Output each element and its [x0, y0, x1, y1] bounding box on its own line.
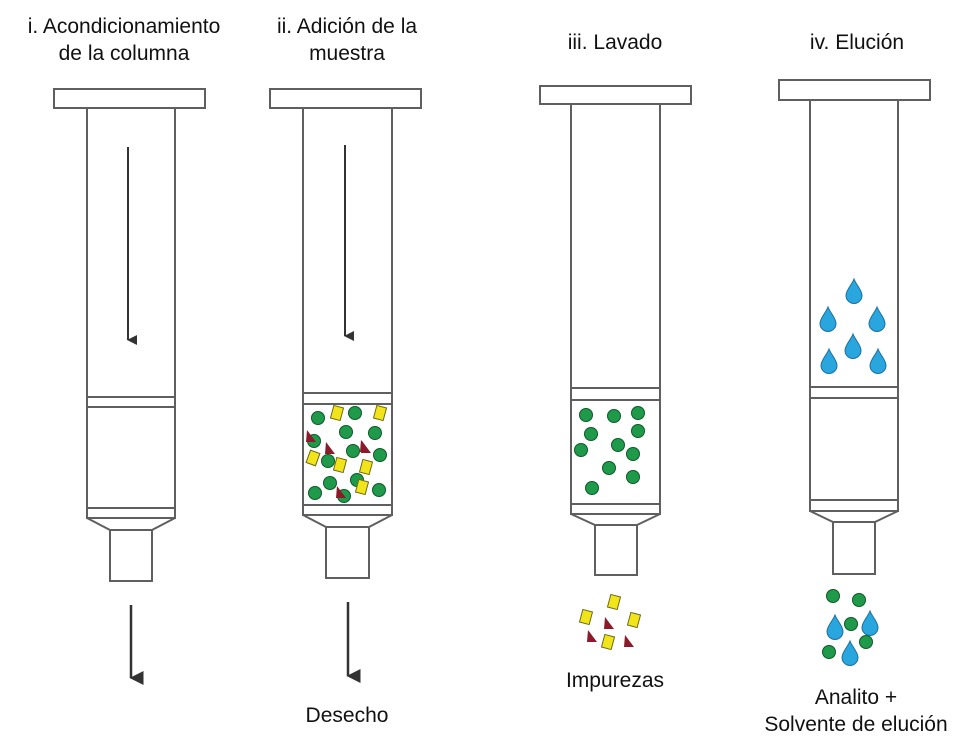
- analyte-particle-icon: [631, 424, 645, 438]
- impurity-triangle-icon: [325, 442, 335, 454]
- analyte-particle-icon: [373, 448, 387, 462]
- column-2-sorbent-bed: [305, 404, 388, 503]
- analyte-particle-icon: [372, 483, 386, 497]
- analyte-particle-icon: [368, 426, 382, 440]
- solvent-drop-icon: [861, 609, 879, 636]
- impurity-square-icon: [329, 404, 345, 422]
- analyte-particle-icon: [579, 408, 593, 422]
- column-4: [778, 79, 931, 666]
- impurity-square-icon: [626, 611, 642, 629]
- analyte-particle-icon: [602, 461, 616, 475]
- analyte-output: [822, 589, 879, 666]
- step-2-title-line2: muestra: [309, 42, 385, 65]
- impurities-output: [578, 593, 642, 651]
- column-4-cap: [778, 79, 931, 101]
- impurity-triangle-icon: [361, 441, 371, 453]
- analyte-particle-icon: [339, 425, 353, 439]
- step-2-title: ii. Adición de la muestra: [252, 13, 442, 67]
- column-3-cap: [539, 85, 692, 105]
- column-4-tip: [832, 521, 876, 575]
- impurity-square-icon: [372, 404, 388, 422]
- impurity-square-icon: [600, 633, 616, 651]
- analyte-particle-icon: [607, 409, 621, 423]
- impurities-label: Impurezas: [565, 669, 665, 692]
- impurity-triangle-icon: [306, 430, 316, 442]
- analyte-particle-icon: [859, 635, 873, 649]
- analyte-particle-icon: [346, 444, 360, 458]
- step-1-title-line1: i. Acondicionamiento: [27, 15, 221, 38]
- step-1-title-line2: de la columna: [58, 42, 190, 65]
- step-4-title: iv. Elución: [772, 29, 942, 56]
- column-2-tip: [325, 526, 370, 579]
- impurity-square-icon: [305, 449, 321, 467]
- column-3-tip: [594, 524, 638, 576]
- solvent-drop-icon: [844, 332, 862, 359]
- eluate-label-line2: Solvente de elución: [764, 713, 948, 736]
- solvent-drop-icon: [869, 347, 887, 374]
- analyte-particle-icon: [321, 454, 335, 468]
- impurity-triangle-icon: [587, 630, 597, 642]
- analyte-particle-icon: [574, 443, 588, 457]
- column-4-body: [809, 99, 899, 512]
- analyte-particle-icon: [311, 411, 325, 425]
- analyte-particle-icon: [585, 481, 599, 495]
- column-1-tip: [109, 529, 153, 582]
- analyte-particle-icon: [631, 406, 645, 420]
- eluate-label-line1: Analito +: [814, 686, 898, 709]
- elution-solvent-drops: [819, 277, 887, 374]
- analyte-particle-icon: [584, 427, 598, 441]
- impurity-square-icon: [332, 456, 348, 474]
- solvent-drop-icon: [845, 277, 863, 304]
- solvent-drop-icon: [820, 347, 838, 374]
- analyte-particle-icon: [626, 447, 640, 461]
- impurity-triangle-icon: [336, 486, 346, 498]
- solvent-drop-icon: [819, 305, 837, 332]
- column-2: [269, 88, 422, 683]
- solvent-drop-icon: [826, 613, 844, 640]
- column-3-sorbent-bed: [574, 406, 645, 495]
- waste-label: Desecho: [305, 704, 389, 727]
- impurity-triangle-icon: [604, 617, 614, 629]
- impurity-square-icon: [354, 478, 370, 496]
- impurity-square-icon: [578, 608, 594, 626]
- impurity-square-icon: [358, 458, 374, 476]
- column-1-cap: [53, 88, 206, 109]
- step-3-title-line1: iii. Lavado: [567, 31, 663, 54]
- analyte-particle-icon: [348, 406, 362, 420]
- solvent-drop-icon: [841, 639, 859, 666]
- analyte-particle-icon: [308, 486, 322, 500]
- step-3-title: iii. Lavado: [530, 29, 700, 56]
- step-4-title-line1: iv. Elución: [809, 31, 905, 54]
- column-3: [539, 85, 692, 651]
- column-1-body: [86, 107, 176, 519]
- step-1-title: i. Acondicionamiento de la columna: [4, 13, 244, 67]
- eluate-label: Analito + Solvente de elución: [745, 684, 967, 738]
- solvent-drop-icon: [868, 305, 886, 332]
- analyte-particle-icon: [323, 476, 337, 490]
- analyte-particle-icon: [826, 589, 840, 603]
- impurity-triangle-icon: [624, 635, 634, 647]
- analyte-particle-icon: [852, 593, 866, 607]
- analyte-particle-icon: [844, 617, 858, 631]
- analyte-particle-icon: [822, 645, 836, 659]
- column-1: [53, 88, 206, 685]
- column-2-cap: [269, 88, 422, 109]
- impurity-square-icon: [606, 593, 622, 611]
- step-2-title-line1: ii. Adición de la: [276, 15, 418, 38]
- analyte-particle-icon: [626, 470, 640, 484]
- analyte-particle-icon: [611, 438, 625, 452]
